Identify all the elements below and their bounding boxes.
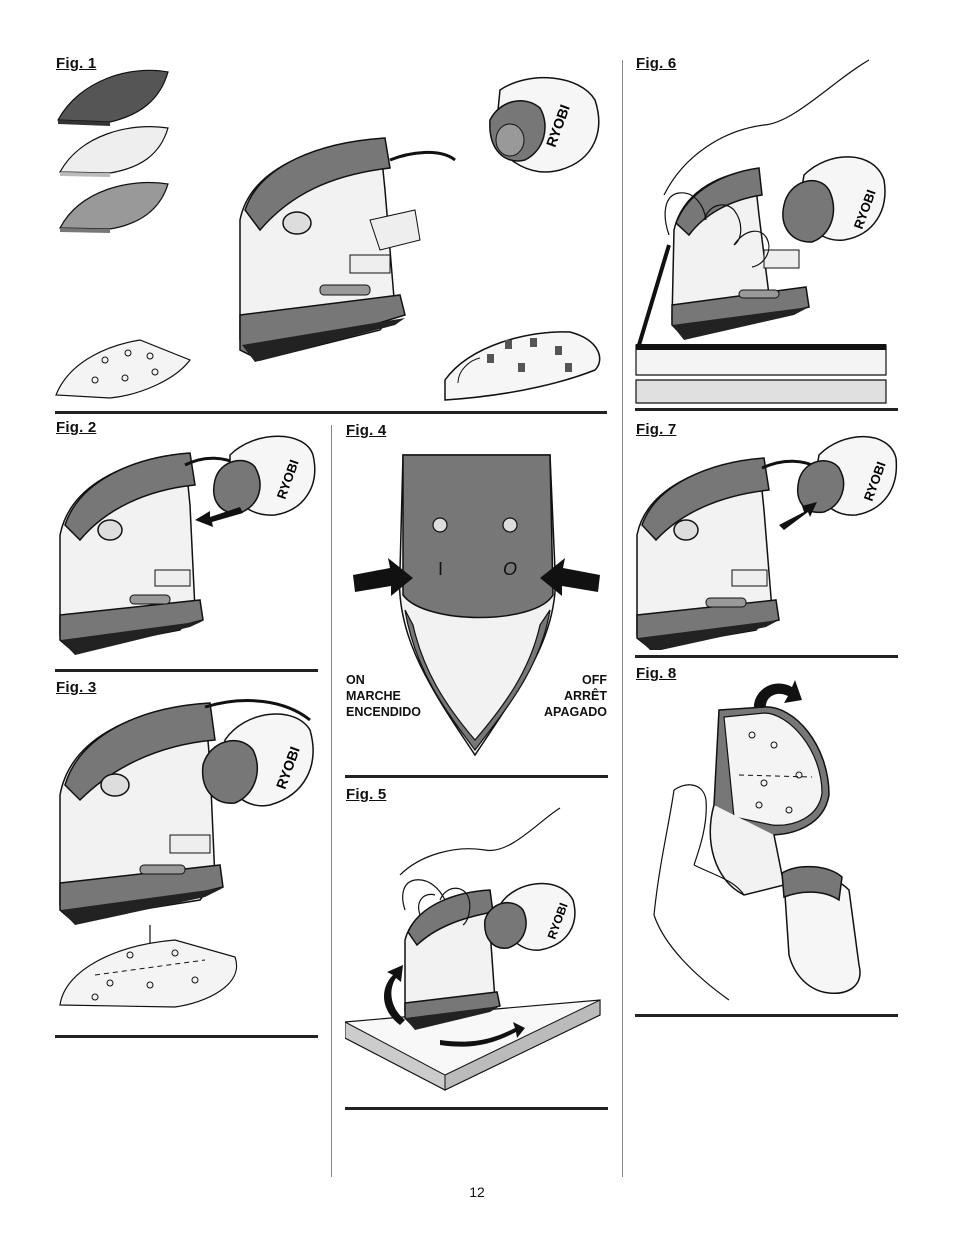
sander-tool (671, 167, 810, 340)
sander-tool (239, 137, 456, 362)
rotate-arrow (753, 680, 802, 710)
rule-fig7 (635, 655, 898, 658)
off-press-arrow (540, 558, 600, 596)
column-divider-left (331, 425, 332, 1177)
off-caption-fr: ARRÊT (563, 689, 607, 703)
on-symbol: I (438, 559, 443, 579)
hand (663, 59, 870, 268)
on-caption: ON MARCHE ENCENDIDO (346, 672, 421, 720)
dust-bag: RYOBI (213, 435, 316, 516)
off-symbol: O (503, 559, 517, 579)
hand (399, 807, 561, 926)
rule-fig4 (345, 775, 608, 778)
fig6-illustration: RYOBI (635, 59, 887, 404)
fig1-illustration: RYOBI (55, 69, 601, 401)
sander-tool (59, 452, 241, 655)
fig7-illustration: RYOBI (636, 435, 898, 650)
rule-fig5 (345, 1107, 608, 1110)
dust-bag: RYOBI (201, 713, 314, 807)
hand (653, 784, 745, 1001)
medium-sanding-sheet (59, 181, 169, 233)
rule-fig6 (635, 408, 898, 411)
off-caption-es: APAGADO (544, 705, 607, 719)
fig6-label: Fig. 6 (636, 55, 677, 72)
dust-bag: RYOBI (782, 156, 886, 243)
rule-fig8 (635, 1014, 898, 1017)
dust-bag: RYOBI (484, 882, 576, 951)
workpiece-board (635, 244, 887, 404)
fig5-illustration: RYOBI (345, 807, 601, 1091)
rule-fig2 (55, 669, 318, 672)
sander-tool (59, 699, 311, 925)
rotation-arrow-left (383, 965, 405, 1025)
column-divider-right (622, 60, 623, 1177)
sanding-pad-with-pins (444, 331, 601, 401)
on-caption-es: ENCENDIDO (346, 705, 422, 719)
dust-bag (781, 865, 861, 994)
fig4-illustration: I O (353, 454, 600, 757)
fig4-label: Fig. 4 (346, 422, 387, 439)
on-caption-fr: MARCHE (346, 689, 401, 703)
fig1-label: Fig. 1 (56, 55, 97, 72)
dust-bag: RYOBI (489, 77, 600, 173)
sander-top-view (398, 454, 557, 757)
page-number: 12 (469, 1184, 485, 1200)
perforated-sanding-sheet (55, 339, 191, 399)
dust-bag: RYOBI (797, 435, 898, 516)
on-caption-en: ON (346, 673, 365, 687)
off-caption: OFF ARRÊT APAGADO (510, 672, 607, 720)
remove-direction-arrow (195, 507, 243, 527)
fig7-label: Fig. 7 (636, 421, 677, 438)
fine-sanding-sheet (59, 126, 169, 177)
fig8-label: Fig. 8 (636, 665, 677, 682)
fig3-illustration: RYOBI (59, 699, 314, 1008)
fig5-label: Fig. 5 (346, 786, 387, 803)
rotation-arrow-bottom (440, 1022, 525, 1047)
fig8-illustration (653, 680, 861, 1001)
fig2-illustration: RYOBI (59, 435, 316, 655)
rule-fig3 (55, 1035, 318, 1038)
coarse-sanding-sheet (57, 69, 169, 126)
off-caption-en: OFF (582, 673, 607, 687)
perforated-sanding-sheet (59, 939, 238, 1008)
fig2-label: Fig. 2 (56, 419, 97, 436)
fig3-label: Fig. 3 (56, 679, 97, 696)
sander-tool (404, 889, 501, 1030)
sander-tool (636, 457, 820, 650)
attach-direction-arrow (779, 502, 817, 530)
on-press-arrow (353, 558, 413, 596)
rule-fig1 (55, 411, 607, 414)
